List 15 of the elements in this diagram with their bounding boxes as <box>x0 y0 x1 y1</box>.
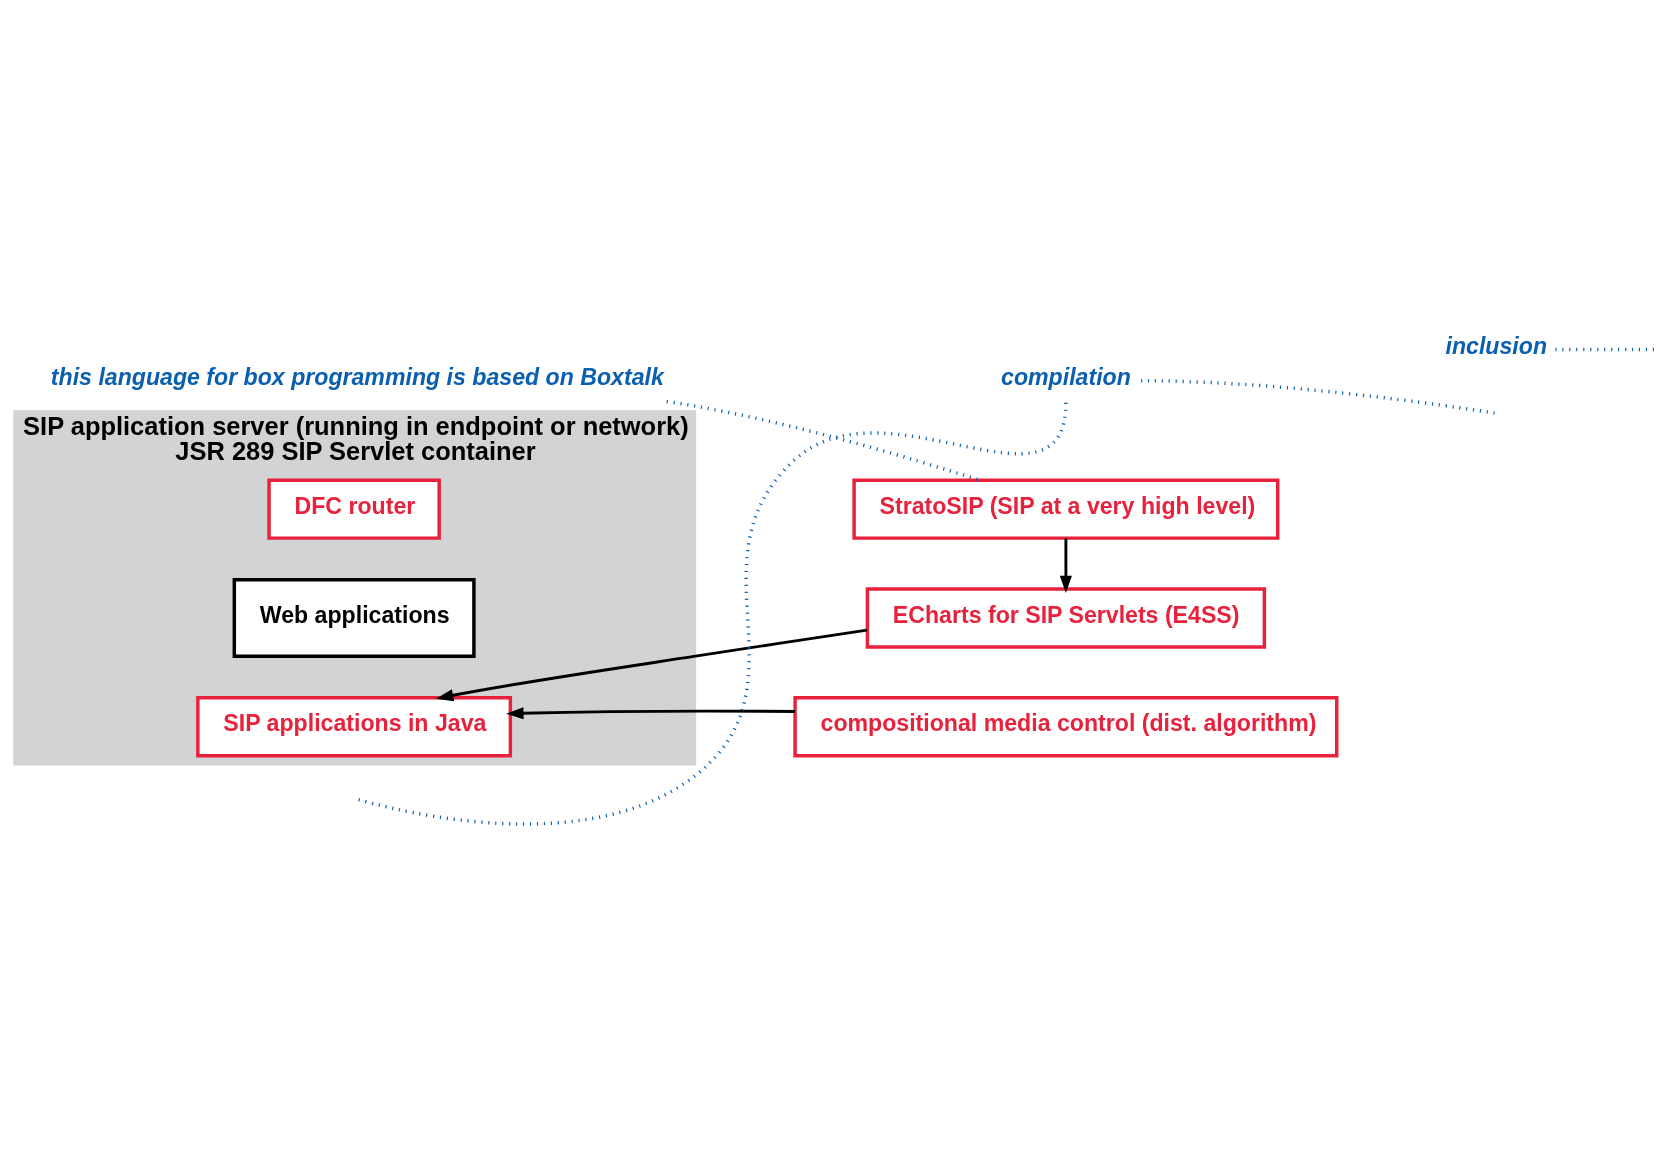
node-box: SIP applications in Java <box>195 696 512 758</box>
connector <box>1554 347 1655 352</box>
connector <box>665 399 980 482</box>
node-box: DFC router <box>266 478 441 540</box>
node-box: ECharts for SIP Servlets (E4SS) <box>865 587 1266 649</box>
connector <box>1140 378 1495 415</box>
node-text: inclusion <box>1445 333 1547 360</box>
node-box: StratoSIP (SIP at a very high level) <box>851 478 1279 540</box>
node-box: Web applications <box>232 578 476 658</box>
node-text: compilation <box>1000 364 1131 391</box>
arrow <box>505 707 795 720</box>
arrow <box>435 628 867 702</box>
node-text: this language for box programming is based on Boxtalk <box>50 364 664 391</box>
node-box: compositional media control (dist. algorithm) <box>792 696 1338 758</box>
arrow <box>1059 538 1072 594</box>
